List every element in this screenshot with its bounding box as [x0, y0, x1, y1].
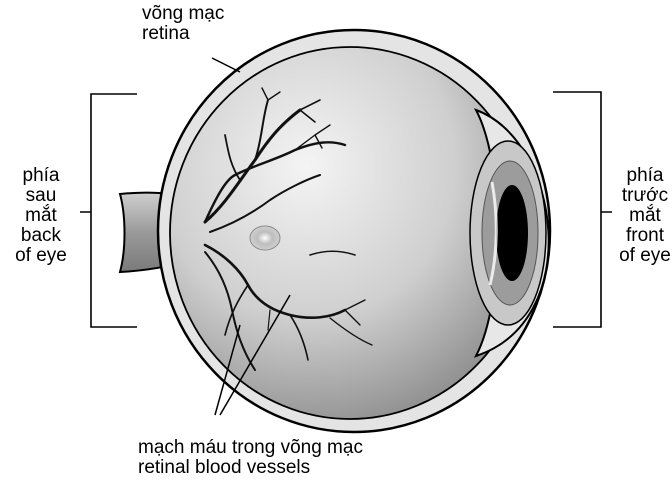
front-label-en-2: of eye [618, 246, 672, 266]
retina-label: võng mạc retina [142, 4, 224, 44]
back-label-vi-3: mắt [0, 206, 82, 226]
retina-label-en: retina [142, 24, 224, 44]
macula [250, 226, 280, 250]
retina-leader [212, 58, 240, 72]
front-label-vi-3: mắt [618, 206, 672, 226]
vessels-label-en: retinal blood vessels [138, 458, 363, 478]
back-label-en-1: back [0, 226, 82, 246]
back-label-vi-2: sau [0, 186, 82, 206]
front-of-eye-label: phía trước mắt front of eye [618, 166, 672, 266]
back-label-en-2: of eye [0, 246, 82, 266]
front-label-vi-1: phía [618, 166, 672, 186]
vessels-label-vi: mạch máu trong võng mạc [138, 438, 363, 458]
back-of-eye-label: phía sau mắt back of eye [0, 166, 82, 266]
front-label-en-1: front [618, 226, 672, 246]
front-bracket [553, 92, 612, 327]
retina-label-vi: võng mạc [142, 4, 224, 24]
pupil [496, 185, 528, 281]
blood-vessels-label: mạch máu trong võng mạc retinal blood ve… [138, 438, 363, 478]
back-label-vi-1: phía [0, 166, 82, 186]
front-label-vi-2: trước [618, 186, 672, 206]
